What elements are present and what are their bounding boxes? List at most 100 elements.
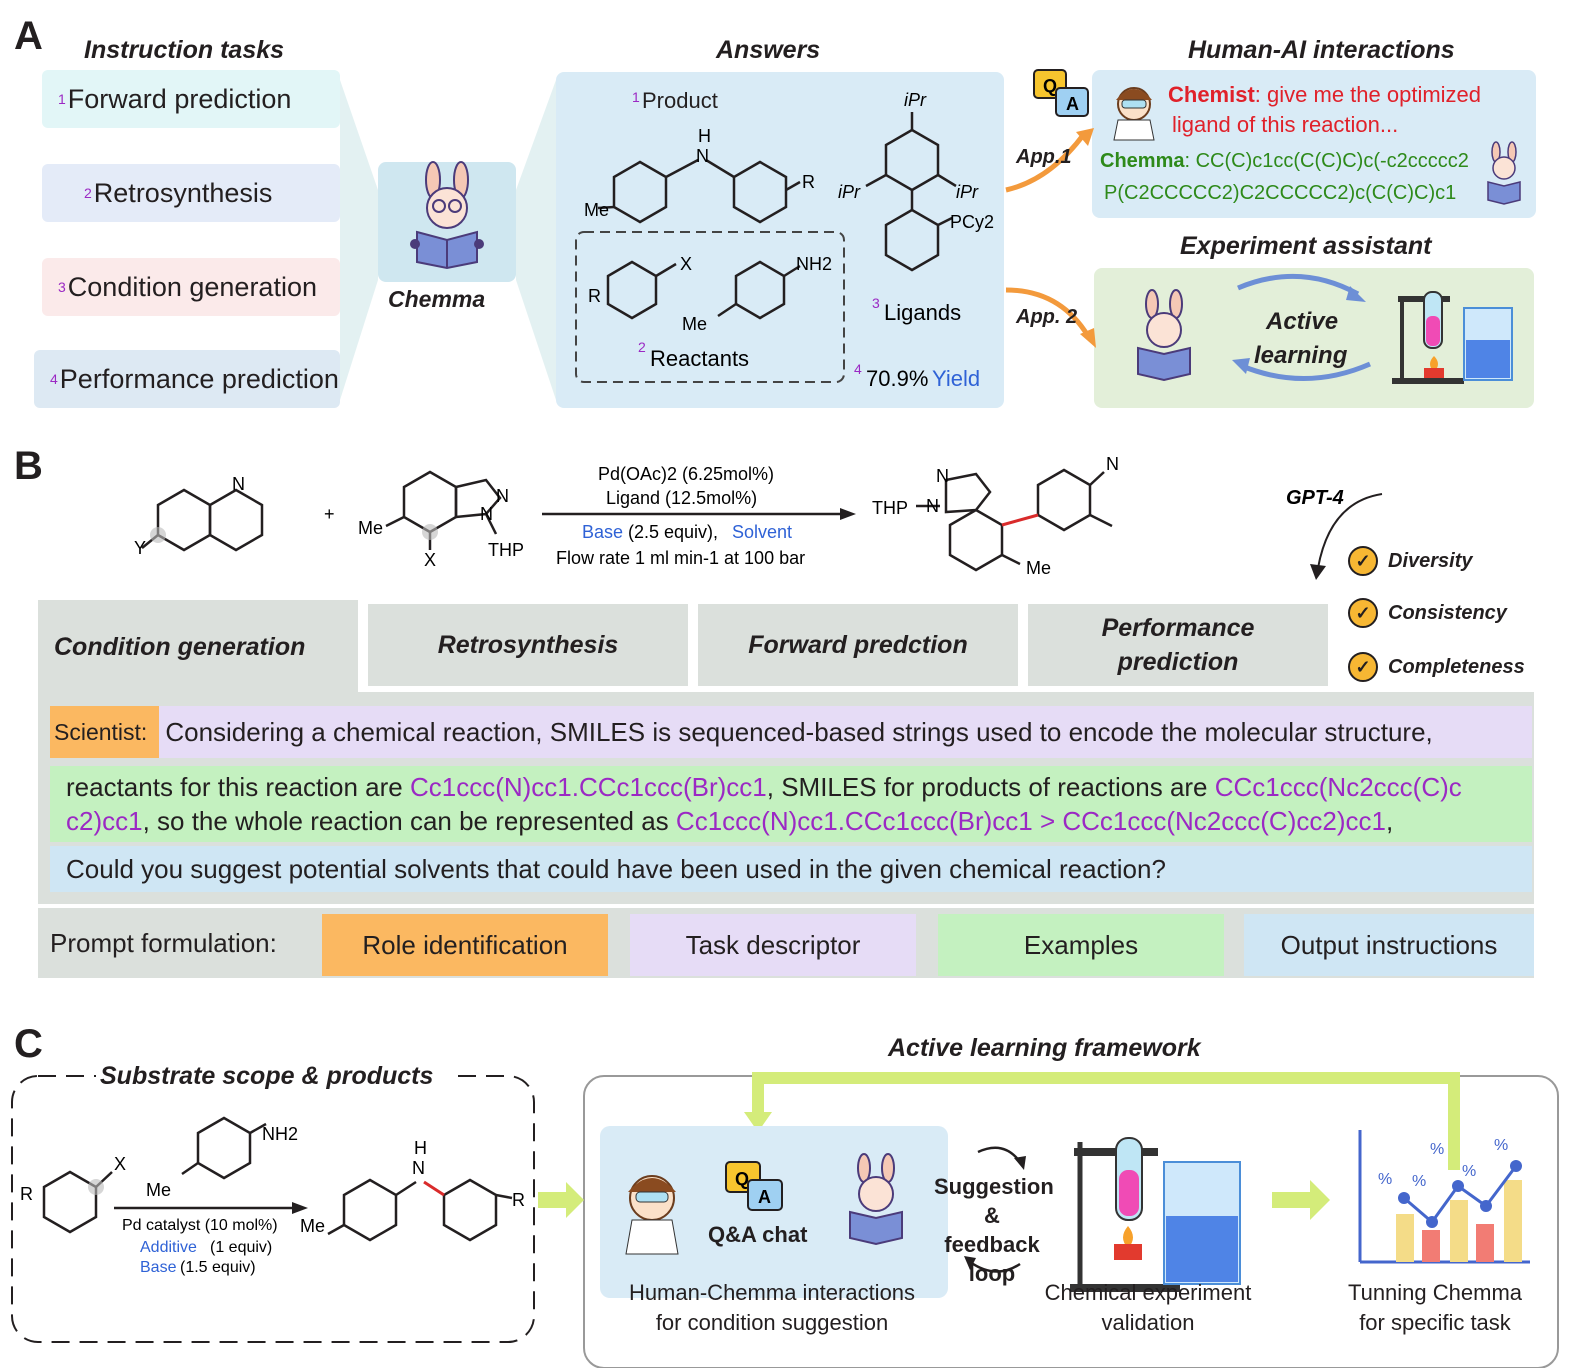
cond-base: Base — [582, 522, 623, 542]
mol-x: X — [680, 254, 692, 274]
check-icon: ✓ — [1348, 652, 1378, 682]
scientist-role-label: Scientist: — [50, 706, 160, 758]
chemma-text-2: P(C2CCCCC2)C2CCCCC2)c(C(C)C)c1 — [1104, 182, 1457, 204]
loop-line: & feedback — [944, 1203, 1040, 1257]
chip-examples: Examples — [938, 914, 1224, 976]
loop-arrow-bottom — [969, 1260, 1021, 1273]
task-label: Performance prediction — [59, 363, 339, 394]
loop-line: Suggestion — [934, 1174, 1054, 1199]
prod-thp: THP — [872, 498, 908, 518]
active-learning-1: Active — [1266, 308, 1339, 335]
chip-output-instructions: Output instructions — [1244, 914, 1534, 976]
scope-h: H — [414, 1138, 427, 1158]
mol-me: Me — [584, 200, 609, 220]
answer-reactants-label: Reactants — [650, 346, 749, 371]
app1-arrow — [1005, 132, 1087, 193]
task-label: Retrosynthesis — [93, 177, 273, 208]
task-label: Forward prediction — [67, 83, 292, 114]
criterion-label: Consistency — [1388, 601, 1507, 624]
chemma-message-line1: Chemma: CC(C)c1cc(C(C)C)c(-c2ccccc2 — [1100, 150, 1469, 173]
chemist-text-1: : give me the optimized — [1254, 82, 1482, 107]
chemist-icon — [625, 1175, 679, 1255]
reactants-dashed-box — [575, 231, 845, 383]
task-number: 2 — [84, 185, 92, 201]
prod-n1: N — [936, 466, 949, 486]
cond-solvent: Solvent — [732, 522, 792, 542]
prod-n3: N — [1106, 454, 1119, 474]
hai-title: Human-AI interactions — [1188, 36, 1455, 64]
mol-x: X — [424, 550, 436, 570]
mol-ipr-top: iPr — [904, 90, 927, 110]
caption-line: validation — [1101, 1310, 1195, 1335]
tuning-chart-icon: % % % % % — [1358, 1130, 1530, 1264]
pct-label-2: % — [1412, 1173, 1426, 1190]
cond-ligand: Ligand (12.5mol%) — [606, 488, 757, 508]
panel-c-letter: C — [14, 1022, 43, 1066]
tab-retrosynthesis[interactable]: Retrosynthesis — [368, 604, 688, 686]
caption-line: Chemical experiment — [1044, 1280, 1252, 1305]
mol-nh2: NH2 — [796, 254, 832, 274]
hai-box — [1092, 70, 1536, 218]
green-arrow-2 — [1272, 1180, 1330, 1220]
panel-a-graphics: 1 Product H N R Me R X NH2 Me 2 Reactant… — [340, 69, 1536, 408]
active-arrow-bottom — [1241, 361, 1372, 381]
prod-me: Me — [1026, 558, 1051, 578]
example-text: , SMILES for products of reactions are — [766, 772, 1215, 802]
qa-chat-icon: Q A — [1033, 69, 1089, 117]
caption-line: for condition suggestion — [655, 1310, 889, 1335]
answer-product-label: Product — [642, 88, 718, 113]
prompt-formulation-label: Prompt formulation: — [50, 928, 277, 958]
scope-additive-equiv: (1 equiv) — [210, 1239, 272, 1256]
criterion-label: Completeness — [1388, 655, 1525, 678]
answer-reactants-num: 2 — [638, 339, 646, 355]
check-icon: ✓ — [1348, 546, 1378, 576]
answer-ligands-label: Ligands — [884, 300, 961, 325]
qa-q: Q — [735, 1169, 749, 1189]
substrate-scope-title: Substrate scope & products — [100, 1062, 434, 1090]
ligand-molecule — [865, 112, 957, 272]
active-learning-2: learning — [1254, 342, 1348, 369]
scope-base-equiv: (1.5 equiv) — [180, 1259, 256, 1276]
chemist-avatar-icon — [1113, 87, 1155, 141]
scope-additive: Additive — [140, 1239, 197, 1256]
example-smiles: CCc1ccc(Nc2ccc(C)c — [1214, 772, 1462, 802]
new-bond — [1001, 513, 1039, 527]
criterion-diversity: ✓ Diversity — [1348, 546, 1473, 576]
qa-a: A — [1066, 94, 1079, 114]
loop-arrow-top — [977, 1146, 1022, 1163]
mol-thp: THP — [488, 540, 524, 560]
reaction-scheme: Y N + Me X N N THP Pd(OAc)2 (6.25mol%) L… — [134, 454, 1383, 580]
example-smiles: Cc1ccc(N)cc1.CCc1ccc(Br)cc1 > CCc1ccc(Nc… — [675, 806, 1386, 836]
mol-h: H — [698, 126, 711, 146]
pct-label-4: % — [1462, 1163, 1476, 1180]
caption-human-chemma: Human-Chemma interactions for condition … — [602, 1278, 942, 1338]
tab-performance-prediction[interactable]: Performance prediction — [1028, 604, 1328, 686]
funnel-left — [340, 80, 378, 400]
answer-yield-word: Yield — [932, 366, 980, 391]
qa-chat-label: Q&A chat — [708, 1222, 808, 1247]
feedback-loop-label: Suggestion & feedback loop — [934, 1172, 1054, 1288]
scope-x: X — [114, 1154, 126, 1174]
chemma-label: Chemma — [388, 286, 486, 312]
plus-sign: + — [324, 504, 335, 524]
prod-n2: N — [926, 496, 939, 516]
tab-forward-prediction[interactable]: Forward predction — [698, 604, 1018, 686]
active-arrow-top — [1237, 273, 1360, 297]
criterion-label: Diversity — [1388, 549, 1473, 572]
panel-b-letter: B — [14, 444, 43, 488]
mol-n2: N — [496, 486, 509, 506]
criterion-completeness: ✓ Completeness — [1348, 652, 1525, 682]
llama-mascot-icon — [410, 161, 484, 270]
qa-q: Q — [1043, 76, 1057, 96]
cond-flow: Flow rate 1 ml min-1 at 100 bar — [556, 548, 805, 568]
chemma-text-1: : CC(C)c1cc(C(C)C)c(-c2ccccc2 — [1184, 150, 1469, 172]
qa-chat-icon: Q A — [725, 1161, 783, 1211]
experiment-title: Experiment assistant — [1180, 232, 1432, 260]
mol-y: Y — [134, 538, 146, 558]
panel-c-graphics: Q A % % % % % — [11, 1060, 1559, 1368]
answers-box — [556, 72, 1004, 408]
qa-a: A — [758, 1187, 771, 1207]
tab-condition-generation[interactable]: Condition generation — [38, 600, 358, 694]
